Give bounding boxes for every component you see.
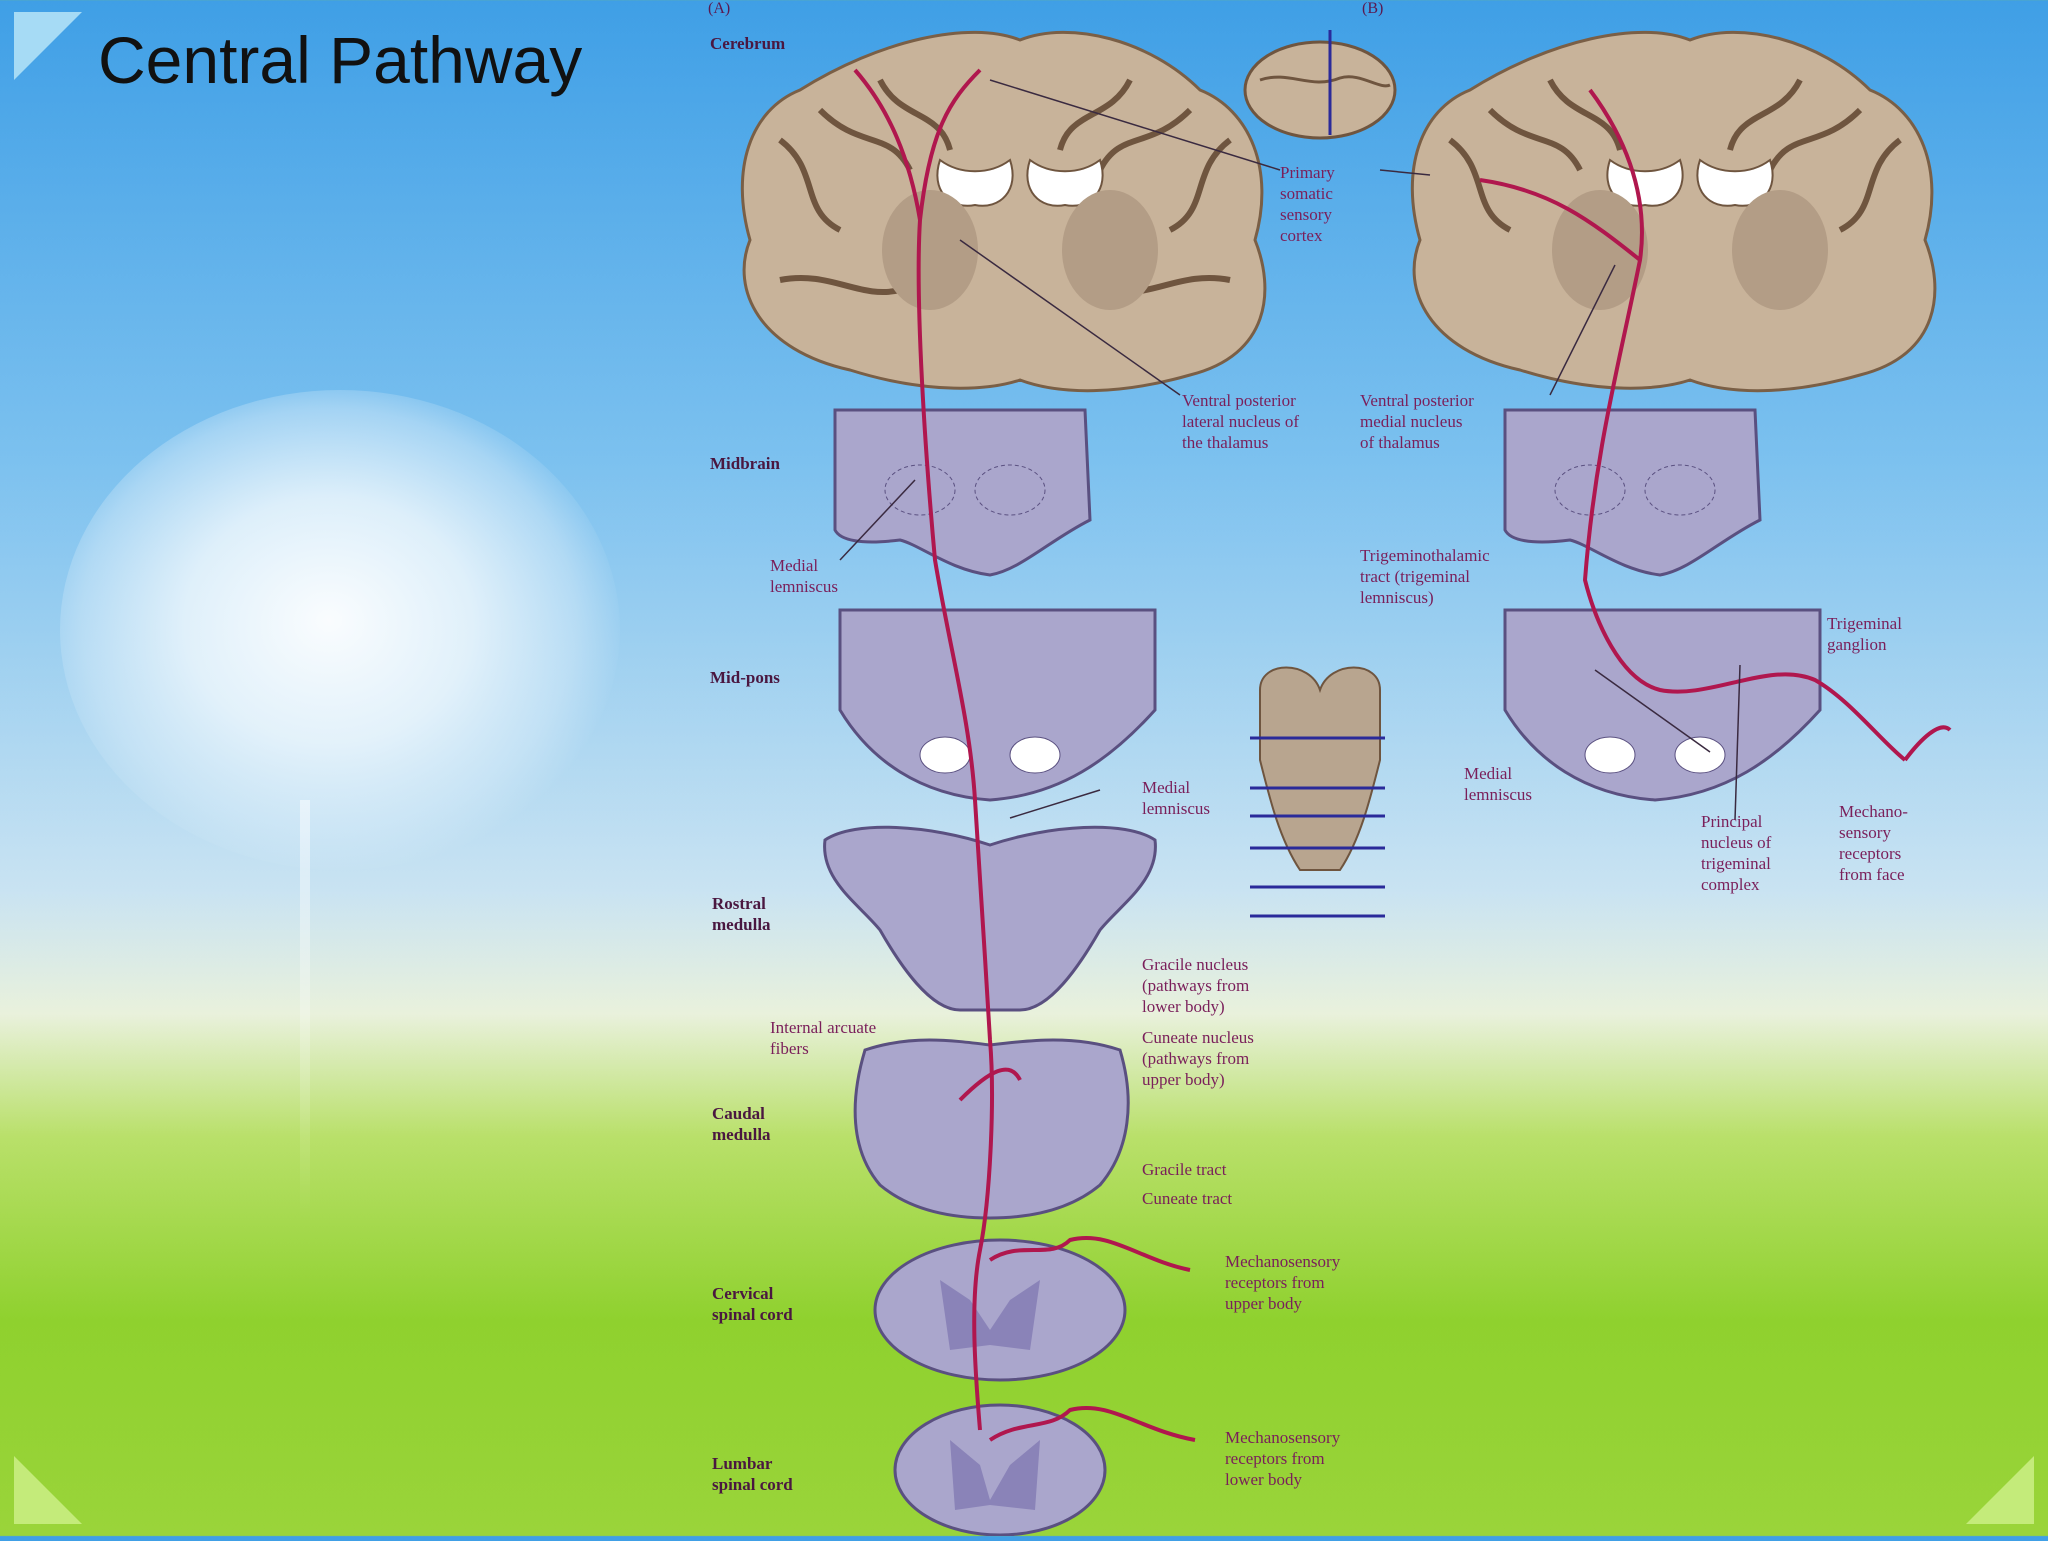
label-mechanosensory-lower-body: Mechanosensory receptors from lower body: [1225, 1428, 1341, 1489]
label-gracile-nucleus: Gracile nucleus (pathways from lower bod…: [1142, 955, 1250, 1016]
trigeminal-pathway-b: [1479, 88, 1952, 762]
dandelion-stem: [300, 800, 310, 1220]
label-mechanosensory-upper-body: Mechanosensory receptors from upper body: [1225, 1252, 1341, 1313]
brain-thumbnail: [1243, 30, 1397, 140]
level-label-caudal-medulla: Caudal medulla: [712, 1104, 771, 1144]
label-trigeminothalamic-tract: Trigeminothalamic tract (trigeminal lemn…: [1360, 546, 1490, 607]
corner-decoration-bottom-left: [14, 1456, 82, 1524]
level-label-cervical-spinal-cord: Cervical spinal cord: [712, 1284, 793, 1324]
label-mechanosensory-receptors-face: Mechano- sensory receptors from face: [1839, 802, 1908, 884]
cerebrum-section-b: [1410, 30, 1937, 393]
label-medial-lemniscus-pons: Medial lemniscus: [1142, 778, 1210, 818]
dandelion-image: [60, 390, 620, 870]
label-ventral-posterior-medial-nucleus: Ventral posterior medial nucleus of thal…: [1360, 391, 1474, 452]
label-medial-lemniscus-b: Medial lemniscus: [1464, 764, 1532, 804]
label-cuneate-tract: Cuneate tract: [1142, 1189, 1233, 1208]
brainstem-thumbnail: [1250, 666, 1385, 918]
label-trigeminal-ganglion: Trigeminal ganglion: [1827, 614, 1902, 654]
panel-a-letter: (A): [708, 0, 731, 17]
level-label-lumbar-spinal-cord: Lumbar spinal cord: [712, 1454, 793, 1494]
midbrain-section-a: [833, 408, 1092, 577]
level-label-cerebrum: Cerebrum: [710, 34, 786, 53]
label-cuneate-nucleus: Cuneate nucleus (pathways from upper bod…: [1142, 1028, 1254, 1089]
dorsal-column-pathway-figure: (A) (B) Cerebrum Midbrain Mid-pons Rostr…: [690, 0, 1990, 1537]
slide-title: Central Pathway: [98, 23, 583, 97]
dorsal-column-pathway-a: [853, 68, 1196, 1442]
cervical-cord-section-a: [873, 1238, 1127, 1382]
lumbar-cord-section-a: [893, 1403, 1107, 1537]
label-ventral-posterior-lateral-nucleus: Ventral posterior lateral nucleus of the…: [1182, 391, 1300, 452]
label-principal-nucleus-trigeminal: Principal nucleus of trigeminal complex: [1701, 812, 1772, 894]
level-label-midbrain: Midbrain: [710, 454, 780, 473]
level-label-rostral-medulla: Rostral medulla: [712, 894, 771, 934]
midpons-section-a: [838, 608, 1157, 802]
corner-decoration-bottom-right: [1966, 1456, 2034, 1524]
label-gracile-tract: Gracile tract: [1142, 1160, 1227, 1179]
level-label-mid-pons: Mid-pons: [710, 668, 780, 687]
pathway-diagram-svg: [740, 30, 1952, 1537]
midbrain-section-b: [1503, 408, 1762, 577]
corner-decoration-top-left: [14, 12, 82, 80]
label-medial-lemniscus-midbrain: Medial lemniscus: [770, 556, 838, 596]
label-internal-arcuate-fibers: Internal arcuate fibers: [770, 1018, 877, 1058]
label-leader-lines: [839, 79, 1741, 821]
midpons-section-b: [1503, 608, 1822, 802]
cerebrum-section-a: [740, 30, 1267, 393]
label-primary-somatic-sensory-cortex: Primary somatic sensory cortex: [1280, 163, 1335, 245]
panel-b-letter: (B): [1362, 0, 1384, 17]
rostral-medulla-section-a: [823, 825, 1157, 1012]
